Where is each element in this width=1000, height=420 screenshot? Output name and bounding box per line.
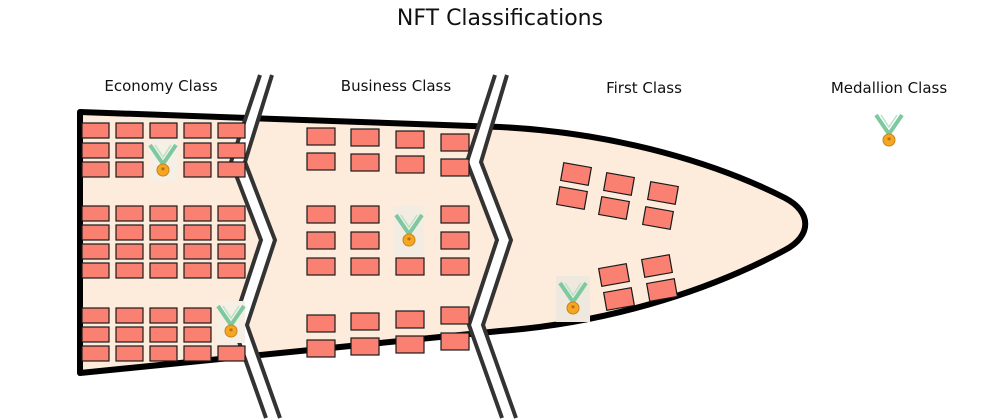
medal-icon — [874, 113, 904, 148]
medallion-class-label: Medallion Class — [830, 79, 948, 97]
business-seats — [306, 127, 470, 358]
medal-icon — [394, 206, 424, 256]
economy-seats — [81, 122, 246, 362]
medal-icon — [148, 140, 178, 182]
business-first-divider — [464, 74, 518, 419]
medal-icon — [556, 276, 590, 322]
economy-class-label: Economy Class — [104, 77, 218, 95]
first-class-seats — [555, 162, 680, 311]
page-title: NFT Classifications — [396, 6, 604, 31]
medal-icon — [216, 301, 246, 343]
business-class-label: Business Class — [340, 77, 452, 95]
first-class-label: First Class — [606, 79, 682, 97]
